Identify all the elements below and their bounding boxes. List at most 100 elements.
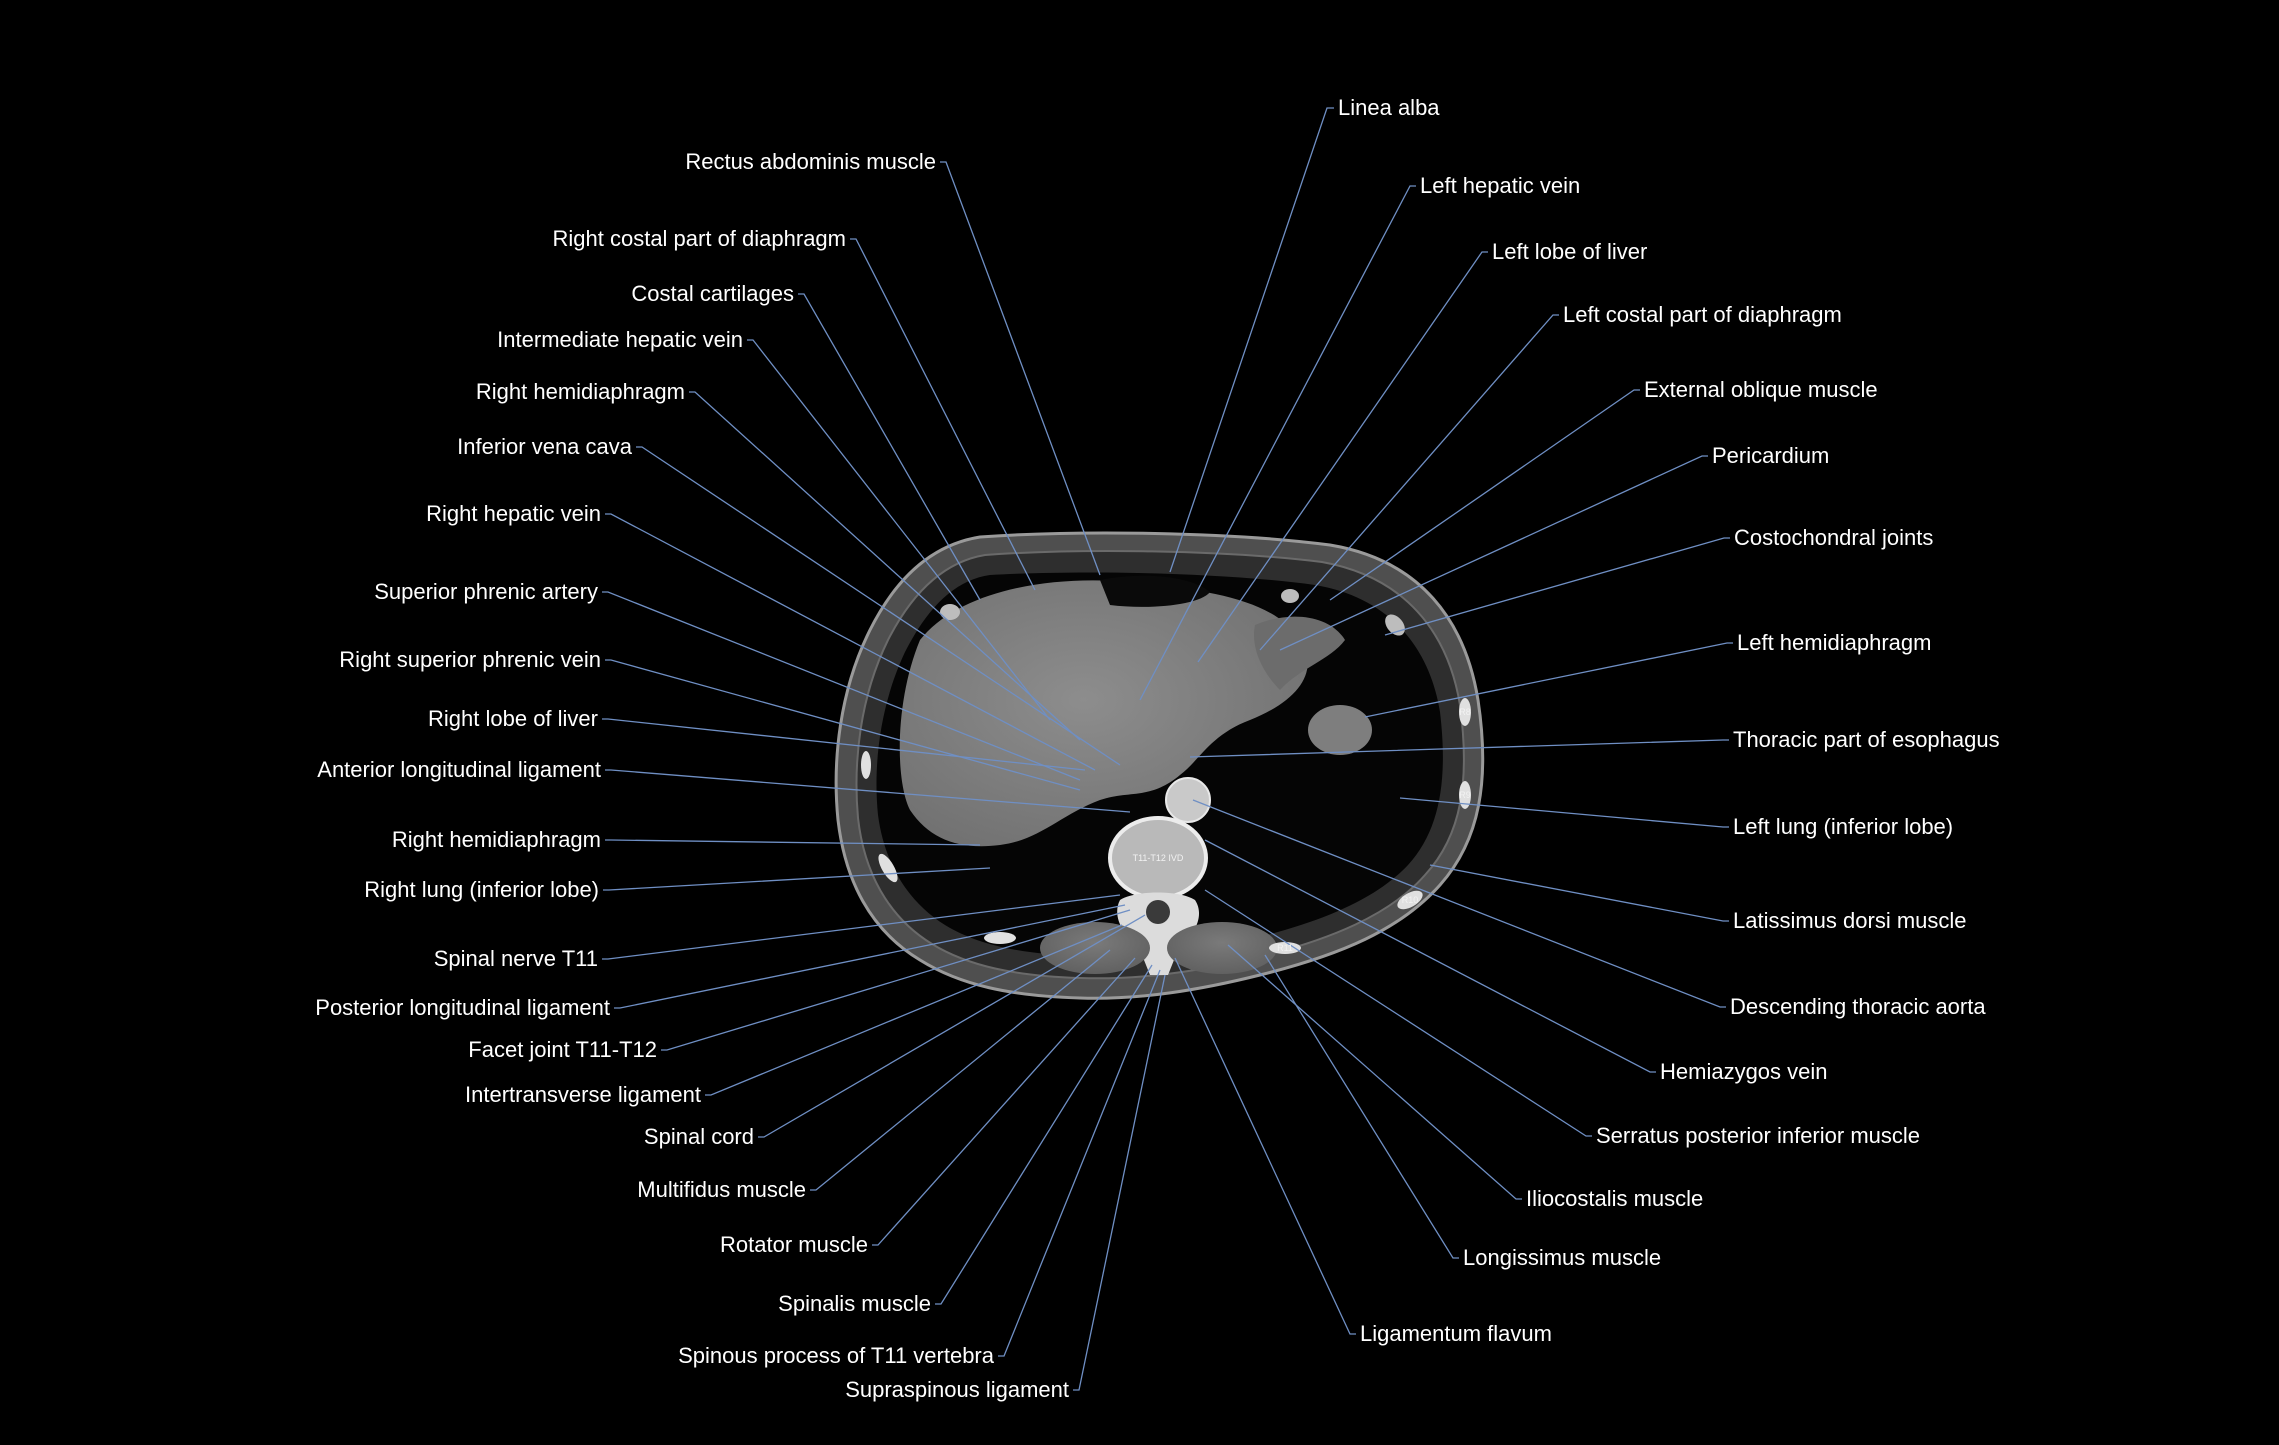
- structure-label: Left hemidiaphragm: [1737, 630, 1932, 655]
- structure-label: Longissimus muscle: [1463, 1245, 1662, 1270]
- leader-line: [689, 391, 1081, 741]
- leader-line: [605, 659, 1081, 791]
- structure-label: Pericardium: [1712, 443, 1830, 468]
- leader-line: [602, 591, 1081, 781]
- structure-label: Ligamentum flavum: [1360, 1321, 1552, 1346]
- structure-label: Linea alba: [1338, 95, 1440, 120]
- spinal-canal: [1146, 900, 1170, 924]
- leader-line: [1174, 957, 1356, 1335]
- rib-tag: R10: [1401, 895, 1419, 905]
- leader-line: [1197, 251, 1488, 663]
- leader-line: [1364, 642, 1733, 718]
- leader-line: [810, 949, 1111, 1191]
- structure-label: Supraspinous ligament: [845, 1377, 1069, 1402]
- leader-line: [850, 238, 1036, 591]
- structure-label: Left lobe of liver: [1492, 239, 1648, 264]
- posterior-elements: [1117, 892, 1200, 975]
- leader-line: [1399, 797, 1729, 828]
- rib: [1459, 781, 1471, 809]
- structure-label: External oblique muscle: [1644, 377, 1878, 402]
- leader-line: [998, 969, 1161, 1357]
- structure-label: Intermediate hepatic vein: [497, 327, 743, 352]
- structure-label: Costal cartilages: [631, 281, 794, 306]
- leader-line: [1329, 389, 1640, 601]
- structure-label: Right superior phrenic vein: [339, 647, 601, 672]
- structure-label: Posterior longitudinal ligament: [315, 995, 610, 1020]
- structure-label: Spinal nerve T11: [433, 946, 598, 971]
- leader-line: [1189, 739, 1729, 758]
- structure-label: Rotator muscle: [720, 1232, 868, 1257]
- leader-line: [636, 446, 1121, 766]
- structure-label: Serratus posterior inferior muscle: [1596, 1123, 1921, 1148]
- structure-label: Facet joint T11-T12: [468, 1037, 657, 1062]
- rib: [878, 853, 898, 883]
- structure-label: Spinalis muscle: [778, 1291, 931, 1316]
- structure-label: Multifidus muscle: [637, 1177, 806, 1202]
- leader-line: [605, 513, 1096, 771]
- structure-label: Spinal cord: [643, 1124, 754, 1149]
- structure-label: Hemiazygos vein: [1660, 1059, 1828, 1084]
- heart-apex: [1254, 616, 1345, 690]
- leader-line: [1139, 185, 1416, 701]
- leader-line: [602, 718, 1086, 771]
- leader-line: [1384, 537, 1730, 636]
- rib: [1397, 890, 1423, 910]
- structure-label: Right hepatic vein: [426, 501, 601, 526]
- paraspinal-left: [1040, 922, 1150, 974]
- structure-label: Rectus abdominis muscle: [685, 149, 936, 174]
- spleen-tip: [1308, 705, 1372, 755]
- structure-label: Right hemidiaphragm: [475, 379, 685, 404]
- liver: [899, 580, 1308, 847]
- structure-label: Intertransverse ligament: [465, 1082, 701, 1107]
- leader-line: [940, 161, 1101, 576]
- leader-line: [661, 909, 1131, 1051]
- leader-line: [1192, 799, 1726, 1008]
- rib: [1459, 698, 1471, 726]
- structure-label: Left hepatic vein: [1420, 173, 1581, 198]
- paraspinal-right: [1167, 922, 1277, 974]
- structure-label: Costochondral joints: [1734, 525, 1934, 550]
- structure-label: Left lung (inferior lobe): [1733, 814, 1954, 839]
- vertebra-tag: T11-T12 IVD: [1132, 853, 1184, 863]
- aorta: [1165, 777, 1211, 823]
- leader-line: [1073, 974, 1166, 1391]
- leader-line: [1264, 954, 1459, 1259]
- leader-line: [1259, 314, 1559, 651]
- leader-line: [872, 957, 1136, 1246]
- structure-label: Right lung (inferior lobe): [364, 877, 599, 902]
- leader-line: [747, 339, 1051, 721]
- structure-label: Right hemidiaphragm: [391, 827, 601, 852]
- structure-label: Descending thoracic aorta: [1730, 994, 1986, 1019]
- leader-line: [935, 964, 1153, 1305]
- structure-label: Spinous process of T11 vertebra: [678, 1343, 994, 1368]
- leader-line: [798, 293, 981, 601]
- leader-line: [602, 894, 1121, 960]
- structure-label: Anterior longitudinal ligament: [317, 757, 601, 782]
- rib: [984, 932, 1016, 944]
- structure-label: Right lobe of liver: [428, 706, 598, 731]
- leader-line: [605, 839, 981, 846]
- gas-pocket: [1100, 575, 1210, 607]
- rib-tag: R8: [1459, 707, 1471, 717]
- leader-line: [603, 867, 991, 891]
- structure-label: Latissimus dorsi muscle: [1733, 908, 1967, 933]
- leader-line: [1429, 864, 1729, 922]
- leader-line: [1204, 839, 1656, 1073]
- leader-line: [1279, 455, 1708, 651]
- structure-label: Iliocostalis muscle: [1526, 1186, 1704, 1211]
- leader-line: [1204, 889, 1592, 1137]
- rib-tag: R11: [1277, 943, 1293, 953]
- rib: [1269, 942, 1301, 954]
- structure-label: Thoracic part of esophagus: [1733, 727, 2000, 752]
- leader-line: [605, 769, 1131, 813]
- rib: [861, 751, 871, 779]
- structure-label: Left costal part of diaphragm: [1563, 302, 1842, 327]
- leader-line: [758, 914, 1146, 1138]
- structure-label: Superior phrenic artery: [374, 579, 598, 604]
- leader-line: [1169, 107, 1334, 573]
- structure-label: Inferior vena cava: [457, 434, 632, 459]
- leader-line: [1227, 944, 1522, 1200]
